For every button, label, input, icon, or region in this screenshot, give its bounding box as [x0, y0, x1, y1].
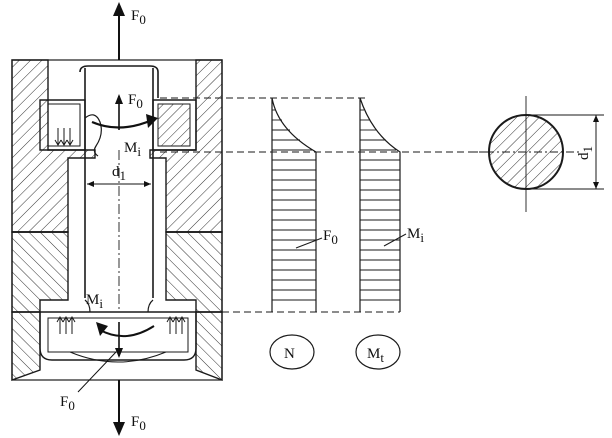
- bottom-nut: [39, 311, 197, 361]
- section-diameter-label: d1: [576, 146, 595, 160]
- bottom-inner-force-label: F0: [60, 394, 75, 413]
- axial-diagram-hatching: [272, 109, 316, 301]
- housing-lower-right-base: [195, 311, 223, 382]
- top-left-pressure-arrows: [54, 128, 74, 146]
- housing-lower-left: [11, 231, 69, 313]
- cross-section: [470, 96, 604, 212]
- axial-diagram-outline: [271, 97, 317, 312]
- housing-outline: [11, 59, 223, 381]
- top-nut-right: [152, 99, 197, 151]
- torque-diagram-leader: [383, 233, 407, 247]
- top-force-label: F0: [131, 8, 146, 27]
- torque-diagram-name: Mt: [367, 346, 384, 365]
- bolt-top-end: [79, 65, 159, 98]
- torque-diagram-hatching: [360, 109, 400, 301]
- bolt-diameter-dimension: [87, 181, 151, 187]
- axial-diagram-leader: [295, 237, 323, 249]
- housing-lower-left-base: [11, 311, 41, 381]
- projection-lines: [160, 97, 490, 313]
- bottom-moment-label: Mi: [86, 292, 103, 311]
- bottom-force-arrow: [113, 380, 125, 436]
- axial-diagram-value-label: F0: [323, 228, 338, 247]
- bolt-diameter-label: d1: [112, 164, 126, 183]
- top-moment-arrow: [91, 114, 158, 129]
- bottom-inner-force-arrow: [115, 322, 123, 358]
- bottom-moment-arrow: [96, 322, 155, 337]
- axial-diagram-name: N: [284, 346, 295, 362]
- inner-force-arrow: [115, 94, 123, 130]
- bottom-right-pressure-arrows: [166, 316, 186, 334]
- inner-force-label: F0: [128, 92, 143, 111]
- fracture-line: [84, 114, 102, 157]
- bottom-force-leader: [77, 351, 117, 393]
- torque-diagram-value-label: Mi: [407, 226, 424, 245]
- axial-diagram-name-circle: [269, 334, 315, 370]
- housing-lower-right: [165, 231, 223, 313]
- top-nut-left: [39, 99, 86, 151]
- bottom-force-label: F0: [131, 414, 146, 433]
- bottom-left-pressure-arrows: [56, 316, 76, 334]
- axial-force-diagram: [271, 97, 323, 312]
- torque-diagram-outline: [359, 97, 401, 312]
- torque-diagram: [359, 97, 407, 312]
- bolt-assembly: [11, 59, 223, 382]
- top-moment-label: Mi: [124, 140, 141, 159]
- top-force-arrow: [113, 2, 125, 60]
- torque-diagram-name-circle: [355, 334, 401, 370]
